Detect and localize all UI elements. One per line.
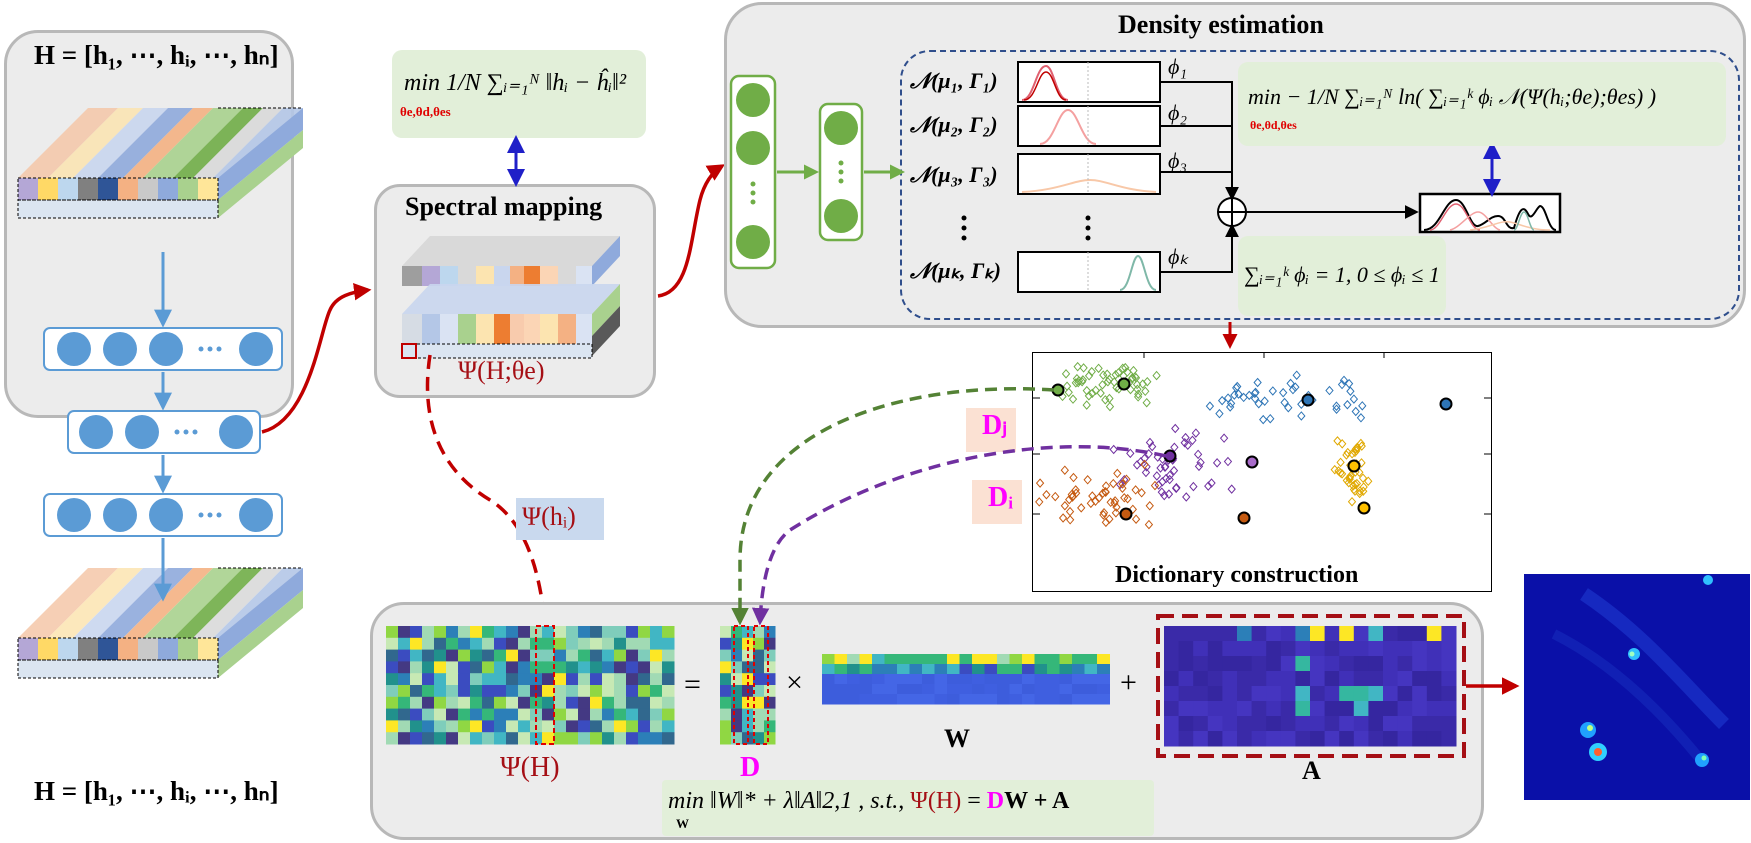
d-label: D: [740, 752, 761, 783]
reconstruction-loss: min 1/N ∑ᵢ₌₁ᴺ ‖hᵢ − ĥᵢ‖²: [404, 70, 627, 96]
final-loss-box: [662, 780, 1154, 836]
spectral-mapping-title: Spectral mapping: [405, 192, 603, 221]
detection-map: [1524, 574, 1750, 800]
gmm-dashed-frame: [900, 50, 1740, 320]
final-loss-psi: Ψ(H): [910, 788, 962, 814]
phi-label-2: ϕ₂: [1168, 100, 1188, 125]
gauss-label-2: 𝒩(μ₂, Γ₂): [910, 112, 998, 137]
reconstruction-loss-box: [392, 50, 646, 138]
gauss-label-1: 𝒩(μ₁, Γ₁): [910, 68, 998, 93]
phi-label-3: ϕ₃: [1168, 148, 1188, 173]
phi-label-k: ϕₖ: [1168, 244, 1189, 269]
autoencoder-panel: [4, 30, 294, 418]
final-loss-eq: =: [961, 788, 987, 814]
psi-h-label: Ψ(H): [500, 752, 560, 783]
density-loss: min − 1/N ∑ᵢ₌₁ᴺ ln( ∑ᵢ₌₁ᵏ ϕᵢ 𝒩(Ψ(hᵢ;θe);…: [1248, 84, 1657, 109]
psi-hi-label: Ψ(hᵢ): [522, 502, 576, 531]
gauss-label-3: 𝒩(μ₃, Γ₃): [910, 162, 998, 187]
h-input-label: H = [h₁, ⋯, hᵢ, ⋯, hₙ]: [34, 40, 279, 70]
dj-label: Dⱼ: [982, 410, 1008, 441]
final-loss-d: D: [986, 788, 1005, 814]
plus-sign: +: [1120, 666, 1137, 699]
final-loss-prefix: min ‖W‖* + λ‖A‖2,1 , s.t.,: [668, 788, 911, 814]
psi-hi-box: [516, 498, 604, 540]
a-label: A: [1302, 756, 1321, 785]
density-loss-sub: θe,θd,θes: [1250, 118, 1297, 132]
final-loss-sub: W: [676, 816, 689, 831]
density-estimation-title: Density estimation: [1118, 10, 1324, 39]
final-loss: min ‖W‖* + λ‖A‖2,1 , s.t., Ψ(H) = DW + A: [668, 788, 1069, 815]
times-sign: ×: [786, 666, 803, 699]
density-loss-box: [1238, 62, 1726, 146]
equals-sign: =: [684, 668, 701, 701]
phi-constraint-box: [1238, 236, 1446, 316]
final-loss-rest: W + A: [1004, 788, 1070, 814]
h-output-label: H = [h₁, ⋯, hᵢ, ⋯, hₙ]: [34, 776, 279, 806]
di-label: Dᵢ: [988, 482, 1014, 513]
gauss-label-k: 𝒩(μₖ, Γₖ): [910, 258, 1001, 283]
w-label: W: [944, 724, 970, 753]
phi-label-1: ϕ₁: [1168, 54, 1188, 79]
reconstruction-loss-sub: θe,θd,θes: [400, 104, 451, 119]
decoder-layer: [43, 493, 283, 537]
psi-h-theta-label: Ψ(H;θe): [458, 356, 545, 385]
phi-constraint: ∑ᵢ₌₁ᵏ ϕᵢ = 1, 0 ≤ ϕᵢ ≤ 1: [1244, 262, 1440, 287]
hsi-cube-output: [17, 567, 304, 679]
dictionary-construction-title: Dictionary construction: [1115, 562, 1359, 588]
dictionary-scatter-frame: [1032, 352, 1492, 592]
